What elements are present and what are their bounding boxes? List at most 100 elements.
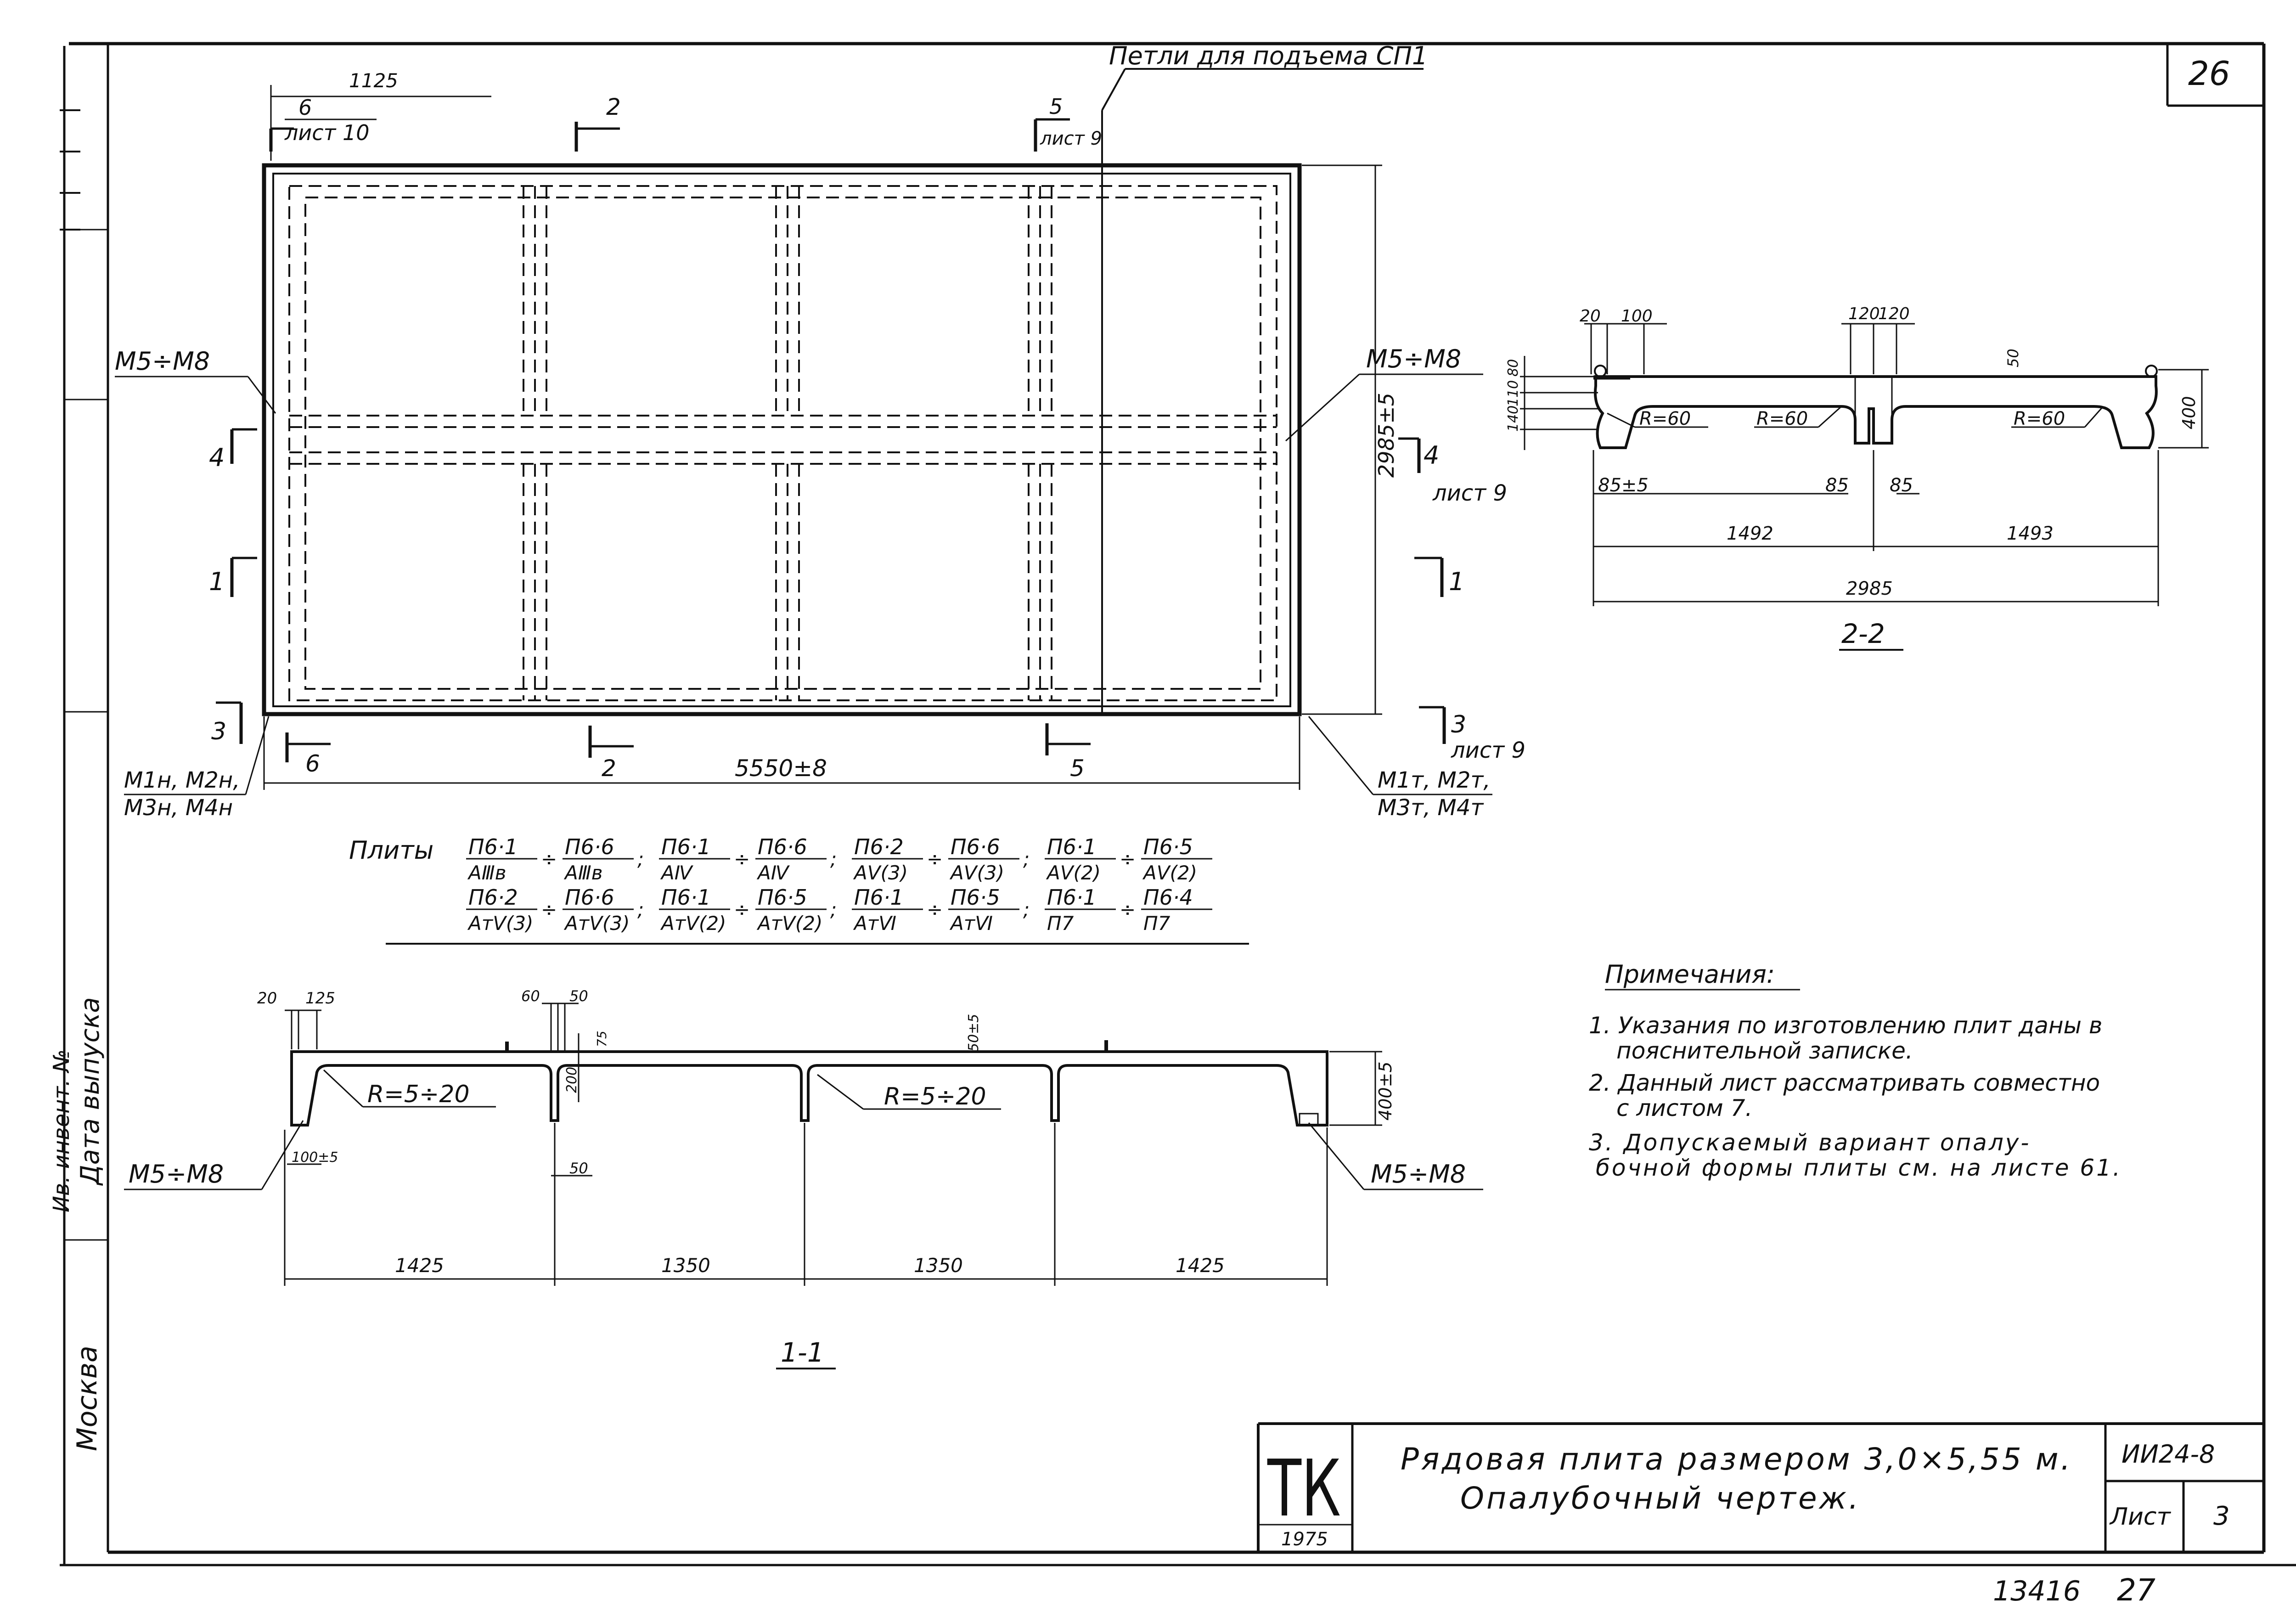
left-margin: Москва Дата выпуска Ив. инвент. №	[49, 997, 105, 1451]
plate-separator: ÷	[1120, 848, 1136, 870]
plate-denominator: АⅣ	[660, 862, 694, 884]
svg-text:100: 100	[1621, 307, 1653, 326]
bl-label-1: М1н, М2н,	[124, 767, 240, 793]
cut-5-bottom: 5	[1045, 723, 1091, 782]
plate-denominator: АтⅥ	[949, 912, 993, 935]
svg-text:100±5: 100±5	[292, 1149, 338, 1166]
cut-3: 3 3 лист 9	[211, 701, 1525, 763]
svg-text:2985: 2985	[1846, 578, 1893, 599]
title-line-1: Рядовая плита размером 3,0×5,55 м.	[1401, 1442, 2072, 1477]
svg-text:1492: 1492	[1727, 523, 1773, 544]
svg-text:лист 9: лист 9	[1040, 128, 1102, 149]
plate-denominator: АтⅥ	[853, 912, 896, 935]
svg-text:85±5: 85±5	[1598, 475, 1649, 496]
plate-separator: ;	[1023, 848, 1030, 870]
svg-text:60: 60	[521, 987, 540, 1005]
svg-text:6: 6	[305, 750, 320, 777]
cut-2-top: 2	[574, 94, 621, 152]
sheet-value: 3	[2213, 1501, 2230, 1531]
svg-text:R=60: R=60	[1639, 408, 1691, 429]
plate-numerator: П6·1	[854, 885, 904, 910]
svg-text:1425: 1425	[1176, 1254, 1225, 1277]
plates-list: Плиты П6·1АⅢв÷П6·6АⅢв;П6·1АⅣ÷П6·6АⅣ;П6·2…	[349, 834, 1249, 945]
plate-numerator: П6·2	[854, 834, 904, 859]
plate-numerator: П6·6	[951, 834, 1000, 859]
svg-text:R=60: R=60	[2014, 408, 2065, 429]
br-label-1: М1т, М2т,	[1378, 767, 1491, 793]
svg-text:1425: 1425	[395, 1254, 444, 1277]
svg-text:1. Указания по изготовлению пл: 1. Указания по изготовлению плит даны в	[1589, 1012, 2102, 1039]
section-1-1-label: 1-1	[781, 1337, 824, 1368]
tk-logo: ТК	[1267, 1443, 1341, 1534]
svg-text:50: 50	[2004, 349, 2022, 367]
title-block: ТК 1975 Рядовая плита размером 3,0×5,55 …	[1257, 1422, 2264, 1552]
svg-text:2. Данный лист рассматривать с: 2. Данный лист рассматривать совместно	[1589, 1070, 2100, 1096]
release-date-label: Дата выпуска	[75, 997, 105, 1186]
cut-5-top: 5 лист 9	[1034, 94, 1102, 152]
plate-numerator: П6·6	[758, 834, 807, 859]
plate-numerator: П6·5	[758, 885, 807, 910]
svg-text:1: 1	[209, 567, 225, 596]
svg-text:2: 2	[606, 94, 621, 120]
plate-numerator: П6·1	[1047, 885, 1097, 910]
sheet-number: 26	[2188, 54, 2230, 93]
plate-separator: ;	[637, 848, 644, 870]
tk-year: 1975	[1281, 1529, 1328, 1550]
length-dim: 5550±8	[735, 755, 827, 782]
svg-text:лист 9: лист 9	[1432, 480, 1507, 506]
svg-text:75: 75	[594, 1031, 609, 1047]
sheet-number-box: 26	[2166, 44, 2264, 107]
cut-6-bottom: 6	[285, 732, 331, 777]
plate-numerator: П6·1	[661, 834, 711, 859]
inventory-label: Ив. инвент. №	[49, 1049, 74, 1212]
notes-title: Примечания:	[1605, 960, 1775, 989]
svg-text:3: 3	[211, 718, 226, 745]
svg-text:85: 85	[1890, 475, 1913, 496]
sheet-label: Лист	[2109, 1503, 2171, 1531]
cut-2-bottom: 2	[588, 726, 634, 782]
plate-denominator: АⅣ	[756, 862, 790, 884]
cut-6-top: 6 лист 10	[269, 95, 377, 152]
svg-text:400: 400	[2179, 396, 2199, 429]
svg-text:1: 1	[1449, 567, 1464, 596]
cut-1: 1 1	[209, 557, 1464, 597]
loops-label: Петли для подъема СП1	[1109, 41, 1428, 70]
plate-denominator: АⅤ(2)	[1142, 862, 1197, 884]
svg-text:1493: 1493	[2007, 523, 2054, 544]
svg-text:R=60: R=60	[1756, 408, 1808, 429]
plan-view: Петли для подъема СП1 1 1 2 5 6 лист 10 2 5…	[115, 41, 1525, 821]
plate-numerator: П6·1	[1047, 834, 1097, 859]
svg-text:лист 10: лист 10	[284, 120, 370, 145]
plate-denominator: АⅤ(3)	[853, 862, 908, 884]
svg-text:50: 50	[569, 1160, 588, 1177]
svg-text:пояснительной записке.: пояснительной записке.	[1616, 1037, 1913, 1064]
plate-separator: ÷	[541, 898, 557, 921]
svg-text:50±5: 50±5	[966, 1014, 982, 1052]
svg-text:4: 4	[1424, 441, 1439, 470]
bl-label-2: М3н, М4н	[124, 795, 233, 821]
plate-denominator: П7	[1143, 912, 1171, 935]
svg-text:4: 4	[209, 443, 225, 472]
plate-separator: ;	[637, 898, 644, 921]
radius-left: R=5÷20	[367, 1081, 470, 1108]
svg-text:с листом 7.: с листом 7.	[1616, 1095, 1752, 1121]
m-right: М5÷М8	[1366, 344, 1461, 373]
plate-denominator: П7	[1047, 912, 1074, 935]
plate-numerator: П6·5	[951, 885, 1000, 910]
svg-text:120: 120	[1878, 304, 1910, 323]
plate-separator: ÷	[734, 848, 750, 870]
section-2-2: 20 100 120 120 50 80 110 140 400 R=60 R=…	[1505, 304, 2209, 651]
sheet-frame	[60, 42, 2296, 1566]
plate-separator: ÷	[927, 848, 943, 870]
svg-text:200: 200	[564, 1067, 580, 1093]
section-1-1: 20 125 60 50 75 200 50±5 400±5 R=5÷20 R=…	[124, 987, 1483, 1369]
plate-numerator: П6·1	[468, 834, 518, 859]
svg-text:400±5: 400±5	[1375, 1061, 1396, 1121]
city-label: Москва	[71, 1346, 103, 1451]
height-dim: 2985±5	[1374, 393, 1399, 478]
plate-numerator: П6·5	[1143, 834, 1193, 859]
svg-text:бочной формы плиты см. на лист: бочной формы плиты см. на листе 61.	[1596, 1155, 2122, 1181]
plate-separator: ;	[830, 848, 837, 870]
svg-text:5: 5	[1070, 755, 1085, 782]
